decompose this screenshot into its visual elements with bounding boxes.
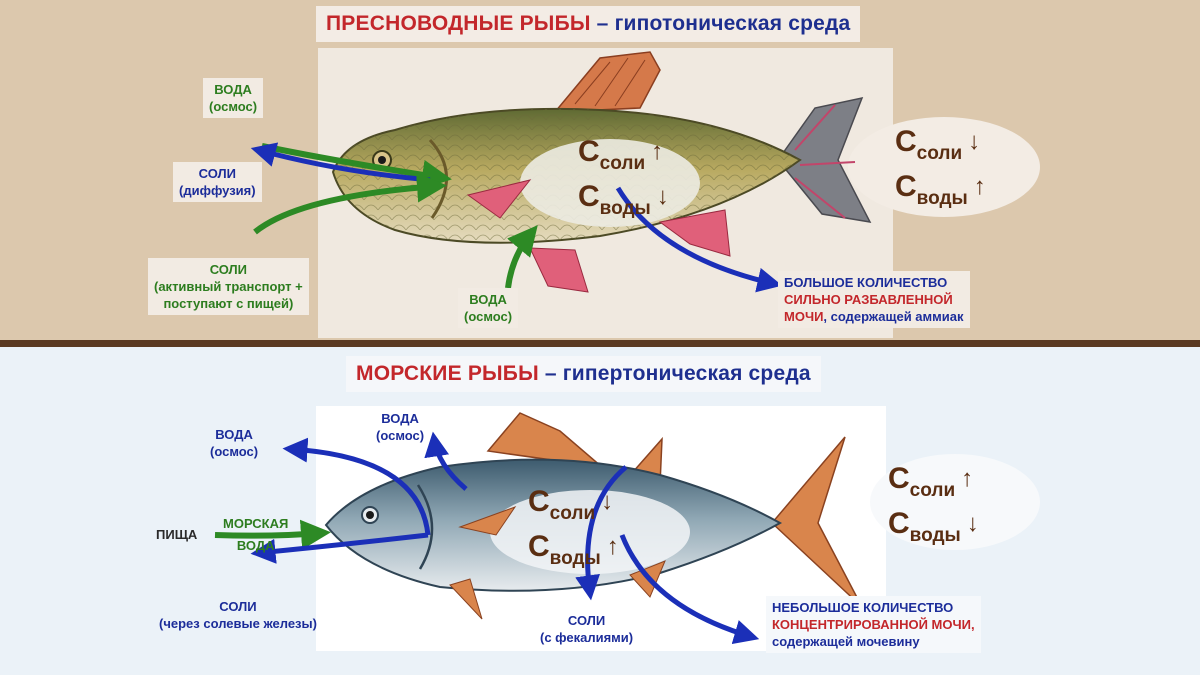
label-title: ВОДА [215,427,253,442]
label-line: , содержащей аммиак [823,309,964,324]
marine-title: МОРСКИЕ РЫБЫ – гипертоническая среда [346,356,821,392]
arrow-up-icon: ↑ [606,533,619,560]
arrow-down-icon: ↓ [966,510,979,537]
water-osmosis-up-label: ВОДА (осмос) [370,407,430,447]
label-sub: (осмос) [209,99,258,114]
pectoral-fin [458,506,517,536]
food-label: ПИЩА [150,523,203,546]
salt-active-transport-label: СОЛИ (активный транспорт + поступают с п… [148,258,309,315]
label-sub: (осмос) [210,444,259,459]
label-title: ПИЩА [156,527,198,542]
salt-in-arrow [253,172,447,235]
label-sub: (осмос) [376,428,425,443]
label-title: ВОДА [469,292,507,307]
salt-feces-arrow [575,465,628,601]
pelvic-fin [529,247,589,293]
freshwater-title: ПРЕСНОВОДНЫЕ РЫБЫ – гипотоническая среда [316,6,861,42]
salt-feces-label: СОЛИ (с фекалиями) [534,609,639,649]
label-line: содержащей мочевину [772,634,920,649]
freshwater-fish-illustration [250,48,1040,338]
water-skin-arrow [505,225,538,289]
body-concentration-formula: Ссоли↓ Своды↑ [528,485,619,569]
label-line: БОЛЬШОЕ КОЛИЧЕСТВО [784,275,948,290]
label-sub: (с фекалиями) [540,630,634,645]
environment-ellipse [870,454,1040,550]
arrow-up-icon: ↑ [651,138,664,165]
panel-divider [0,340,1200,347]
label-title: СОЛИ [567,613,606,628]
anal-fin [658,209,731,257]
label-line: СИЛЬНО РАЗБАВЛЕННОЙ [784,292,953,307]
gill-cover [416,484,434,570]
title-rest-text: – гипертоническая среда [538,362,811,385]
label-title: СОЛИ [219,599,257,614]
label-sub: (диффузия) [179,183,256,198]
label-title: СОЛИ [198,166,236,181]
water-osmosis-label: ВОДА (осмос) [203,78,264,118]
environment-concentration-formula: Ссоли↓ Своды↑ [895,125,986,209]
body-concentration-formula: Ссоли↑ Своды↓ [578,135,669,219]
sea-water-label: МОРСКАЯ ВОДА [217,510,294,560]
arrow-down-icon: ↓ [601,488,614,515]
urine-arrow [619,534,760,645]
water-skin-osmosis-label: ВОДА (осмос) [458,288,519,328]
salt-out-arrow [250,142,431,183]
label-sub: (через солевые железы) [159,616,317,631]
arrow-up-icon: ↑ [973,173,986,200]
title-rest-text: – гипотоническая среда [590,12,851,35]
freshwater-panel: ПРЕСНОВОДНЫЕ РЫБЫ – гипотоническая среда… [0,0,1200,340]
label-sub: (осмос) [464,309,513,324]
label-title: ВОДА [214,82,252,97]
tail-fin [777,96,872,223]
environment-concentration-formula: Ссоли↑ Своды↓ [888,462,979,546]
pelvic-fin [449,578,483,620]
label-title: СОЛИ [209,262,248,277]
label-title: ВОДА [381,411,419,426]
belly-area [520,139,700,227]
tail-fin [770,436,863,608]
sea-water-in-arrow [214,519,331,550]
urine-arrow [615,186,783,293]
arrow-down-icon: ↓ [656,183,669,210]
label-line: МОЧИ [784,309,824,324]
label-sub: (активный транспорт + [154,279,303,294]
marine-panel: МОРСКИЕ РЫБЫ – гипертоническая среда ВОД… [0,347,1200,675]
label-sub: поступают с пищей) [163,296,294,311]
title-main-text: МОРСКИЕ РЫБЫ [356,362,539,385]
arrow-up-icon: ↑ [961,465,974,492]
arrow-down-icon: ↓ [968,128,981,155]
environment-ellipse [848,117,1040,217]
salt-glands-label: СОЛИ (через солевые железы) [153,595,323,635]
water-out-up-arrow [424,431,468,491]
salt-gland-arrow [250,532,429,564]
title-main-text: ПРЕСНОВОДНЫЕ РЫБЫ [326,12,591,35]
label-line: КОНЦЕНТРИРОВАННОЙ МОЧИ, [772,617,975,632]
water-out-left-arrow [282,437,431,536]
salt-diffusion-label: СОЛИ (диффузия) [173,162,262,202]
water-osmosis-left-label: ВОДА (осмос) [204,423,264,463]
pectoral-fin [466,179,532,219]
urine-freshwater-label: БОЛЬШОЕ КОЛИЧЕСТВО СИЛЬНО РАЗБАВЛЕННОЙ М… [778,271,970,328]
label-line: ВОДА [236,538,275,553]
label-line: НЕБОЛЬШОЕ КОЛИЧЕСТВО [772,600,954,615]
label-line: МОРСКАЯ [223,516,289,531]
urine-marine-label: НЕБОЛЬШОЕ КОЛИЧЕСТВО КОНЦЕНТРИРОВАННОЙ М… [766,596,981,653]
